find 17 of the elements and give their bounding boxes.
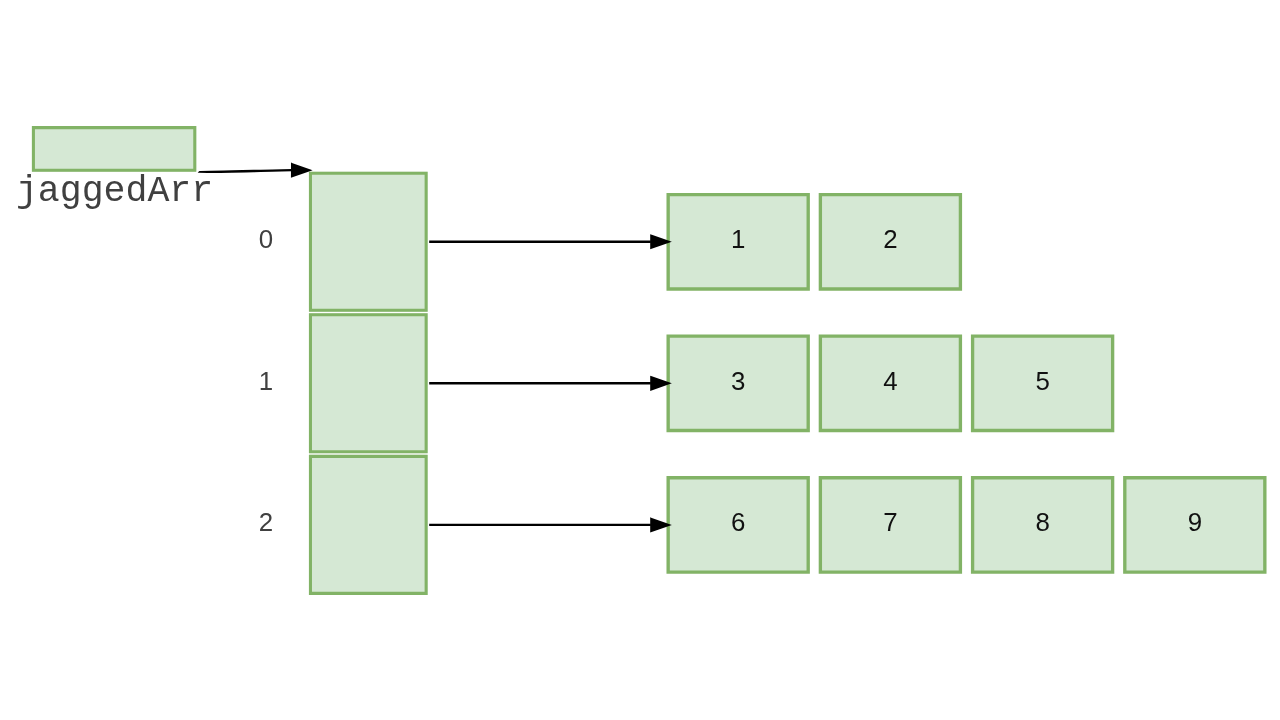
node-box: 6 xyxy=(666,475,810,574)
node-box: 5 xyxy=(970,333,1115,432)
arrow xyxy=(198,162,313,178)
node-box: 2 xyxy=(818,192,963,291)
node-box: 7 xyxy=(818,475,963,574)
node-box: 3 xyxy=(666,333,810,432)
node-label: jaggedArr xyxy=(15,170,214,212)
arrow xyxy=(429,233,672,249)
node-box: 8 xyxy=(970,475,1115,574)
node-box: 1 xyxy=(666,192,810,291)
arrow xyxy=(429,375,672,391)
node-label: 0 xyxy=(258,224,274,253)
node-label: 1 xyxy=(258,366,274,395)
node-box: 9 xyxy=(1123,475,1267,574)
node-box: 4 xyxy=(818,333,963,432)
node-label: 2 xyxy=(258,507,274,536)
arrow xyxy=(429,516,672,532)
